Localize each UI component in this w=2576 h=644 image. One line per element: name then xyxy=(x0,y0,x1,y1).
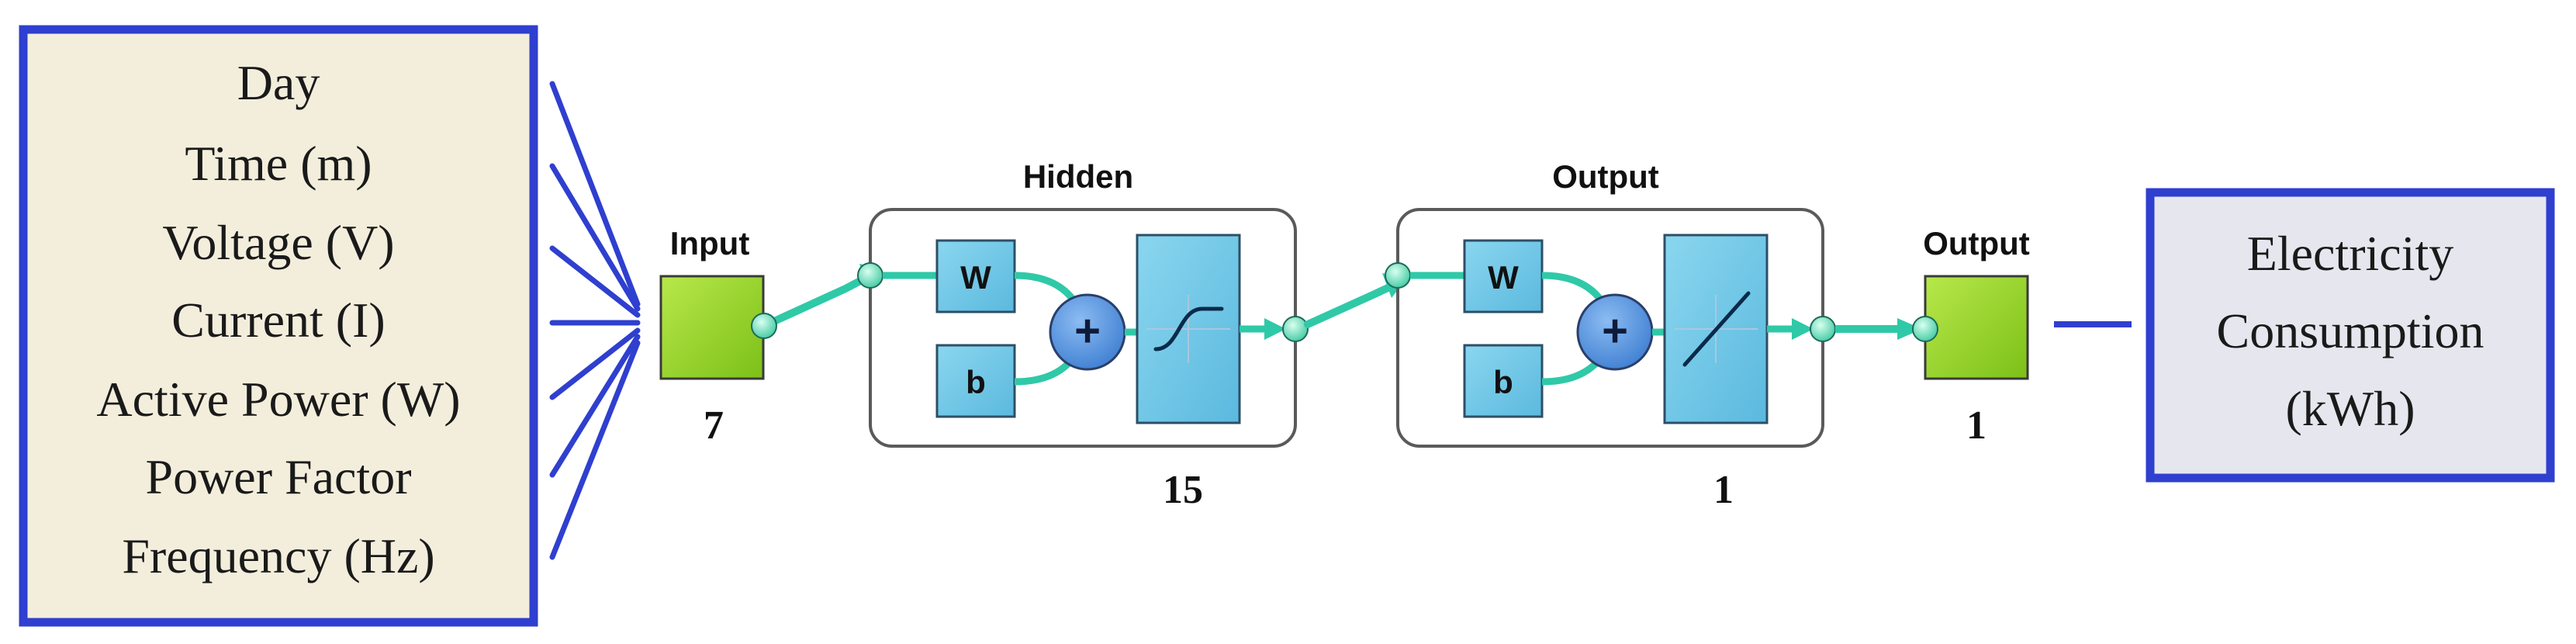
hidden-layer: Hidden W b + xyxy=(857,158,1309,512)
output-layer-neurons: 1 xyxy=(1713,468,1734,512)
output-bias-block: b xyxy=(1463,344,1544,418)
input-feature-frequency: Frequency (Hz) xyxy=(122,528,434,583)
output-sum-node: + xyxy=(1576,293,1654,371)
input-feature-time: Time (m) xyxy=(185,136,372,191)
output-layer: Output W b + 1 xyxy=(1385,158,1836,512)
input-node-label: Input xyxy=(670,225,750,261)
output-activation-linear-block xyxy=(1663,234,1769,424)
hidden-weight-label: W xyxy=(960,259,991,296)
input-feature-current: Current (I) xyxy=(171,293,385,348)
output-weight-block: W xyxy=(1463,239,1544,313)
hidden-layer-neurons: 15 xyxy=(1163,468,1203,512)
output-bias-label: b xyxy=(1493,364,1513,400)
input-node-size: 7 xyxy=(704,403,724,448)
connector-output-node xyxy=(1835,318,1922,340)
input-feature-power-factor: Power Factor xyxy=(145,449,411,504)
input-fan-lines xyxy=(549,81,641,560)
hidden-activation-sigmoid-block xyxy=(1136,234,1241,424)
input-feature-day: Day xyxy=(237,55,320,110)
input-features-box: Day Time (m) Voltage (V) Current (I) Act… xyxy=(19,25,538,627)
output-target-line-1: Electricity xyxy=(2247,226,2454,281)
output-layer-input-dot xyxy=(1385,262,1411,289)
input-node: Input 7 xyxy=(659,225,765,448)
output-layer-label: Output xyxy=(1552,158,1659,195)
hidden-bias-block: b xyxy=(935,344,1016,418)
hidden-weight-block: W xyxy=(935,239,1016,313)
output-node-size: 1 xyxy=(1966,403,1986,448)
output-sum-symbol: + xyxy=(1602,306,1628,356)
output-target-line-2: Consumption xyxy=(2217,303,2484,358)
hidden-sum-node: + xyxy=(1049,293,1126,371)
output-node-label: Output xyxy=(1923,225,2030,261)
hidden-bias-label: b xyxy=(966,364,986,400)
output-weight-label: W xyxy=(1488,259,1519,296)
output-target-line-3: (kWh) xyxy=(2285,381,2415,436)
input-feature-active-power: Active Power (W) xyxy=(96,372,460,427)
output-target-box: Electricity Consumption (kWh) xyxy=(2146,188,2555,483)
input-feature-voltage: Voltage (V) xyxy=(162,215,394,270)
output-layer-output-dot xyxy=(1810,316,1836,342)
hidden-layer-input-dot xyxy=(857,262,883,289)
output-node: Output 1 xyxy=(1912,225,2030,448)
hidden-layer-label: Hidden xyxy=(1023,158,1133,195)
hidden-layer-output-dot xyxy=(1282,316,1309,342)
hidden-sum-symbol: + xyxy=(1074,306,1101,356)
